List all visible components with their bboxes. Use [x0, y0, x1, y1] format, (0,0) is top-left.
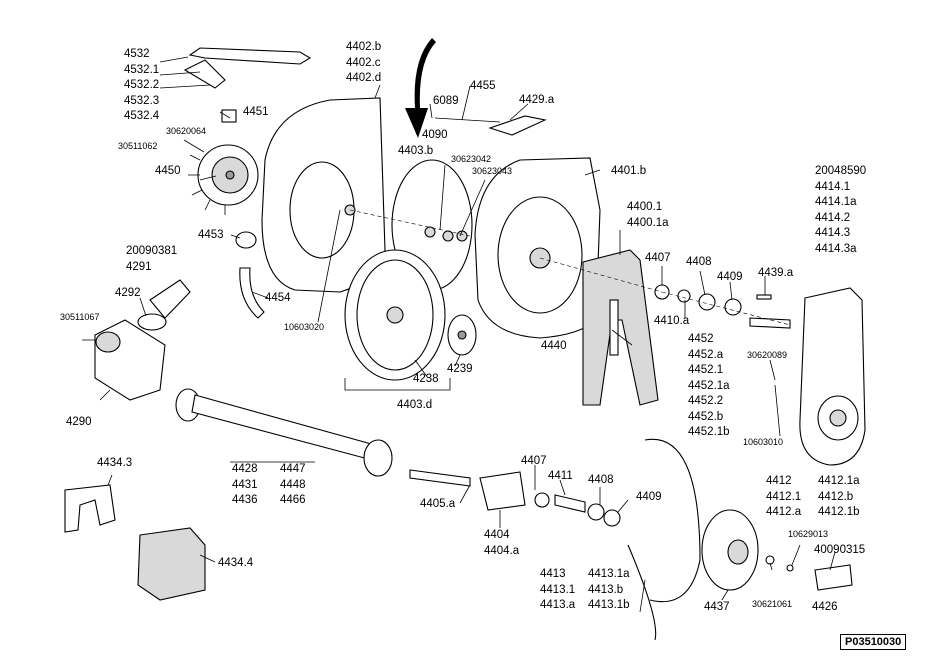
callout-10603010: 10603010 — [743, 437, 784, 447]
callout-4292: 4292 — [115, 287, 141, 299]
rod-4455 — [434, 117, 501, 123]
clamp-4292 — [137, 313, 167, 331]
callout-4454: 4454 — [265, 292, 291, 304]
washer-30621061 — [765, 555, 775, 565]
callout-4405a: 4405.a — [420, 498, 456, 510]
arrow-indicator — [405, 38, 436, 138]
callout-4401b: 4401.b — [611, 165, 647, 177]
circlip-4409 — [724, 298, 742, 316]
ring-4410a — [677, 289, 691, 303]
callout-30511067: 30511067 — [60, 312, 100, 322]
key-4439a — [756, 294, 772, 300]
callout-30620089: 30620089 — [747, 350, 788, 360]
pulley-4437 — [701, 509, 759, 591]
callout-4426: 4426 — [812, 601, 838, 613]
callout-4440: 4440 — [541, 340, 567, 352]
guard-4434-3 — [64, 484, 116, 533]
hub-4426 — [814, 564, 853, 591]
callout-4411: 4411 — [548, 470, 573, 482]
callout-4429a: 4429.a — [519, 94, 555, 106]
callout-4450: 4450 — [155, 165, 181, 177]
callout-4407-bottom: 4407 — [521, 455, 547, 467]
callout-30623043: 30623043 — [472, 166, 513, 176]
bearing-4407-b — [534, 492, 550, 508]
callout-4455: 4455 — [470, 80, 496, 92]
callout-4434-4: 4434.4 — [218, 557, 254, 569]
drawing-code-box: P03510030 — [840, 634, 907, 650]
callout-4410a: 4410.a — [654, 315, 690, 327]
callout-30623042: 30623042 — [451, 154, 492, 164]
clamp-4453 — [235, 231, 257, 249]
hose-4291 — [149, 279, 191, 319]
callout-4437: 4437 — [704, 601, 730, 613]
callout-4439a: 4439.a — [758, 267, 794, 279]
belt-4413 — [627, 438, 701, 641]
callout-10603020: 10603020 — [284, 322, 325, 332]
housing-4404 — [479, 471, 526, 511]
callout-4409-bottom: 4409 — [636, 491, 662, 503]
callout-4434-3: 4434.3 — [97, 457, 133, 469]
fan-wheel-4450 — [188, 144, 259, 215]
callout-4403b: 4403.b — [398, 145, 434, 157]
callout-30511062: 30511062 — [118, 141, 158, 151]
support-frame — [582, 249, 659, 406]
pto-shaft — [175, 388, 471, 487]
disc-4239 — [447, 314, 477, 356]
sleeve-4411 — [554, 494, 586, 513]
callout-4090: 4090 — [422, 129, 448, 141]
callout-4290: 4290 — [66, 416, 92, 428]
belt-cover-4414 — [799, 287, 866, 466]
circlip-4409-b — [603, 509, 621, 527]
bearing-4408 — [698, 293, 716, 311]
drum-4238 — [344, 249, 446, 381]
callout-4409-top: 4409 — [717, 271, 743, 283]
callout-40090315: 40090315 — [814, 544, 866, 556]
bracket-4532 — [159, 47, 312, 89]
callout-4239: 4239 — [447, 363, 473, 375]
callout-10629013: 10629013 — [788, 529, 829, 539]
callout-4407-top: 4407 — [645, 252, 671, 264]
shaft-4452 — [749, 317, 791, 329]
callout-4453: 4453 — [198, 229, 224, 241]
callout-30621061: 30621061 — [752, 599, 793, 609]
callout-4408-top: 4408 — [686, 256, 712, 268]
callout-4403d: 4403.d — [397, 399, 433, 411]
part-4451 — [221, 109, 237, 123]
fan-housing-left — [261, 97, 386, 293]
part-4429a — [488, 115, 547, 136]
callout-4408-bottom: 4408 — [588, 474, 614, 486]
callout-4451: 4451 — [243, 106, 269, 118]
callout-30620064: 30620064 — [166, 126, 207, 136]
fan-housing-right — [474, 157, 601, 339]
callout-6089: 6089 — [433, 95, 459, 107]
hose-4454 — [239, 267, 265, 319]
bearing-4408-b — [587, 503, 605, 521]
washer-10629013 — [786, 564, 794, 572]
guard-4434-4 — [137, 527, 206, 601]
adapter-4290 — [94, 319, 166, 401]
callout-4238: 4238 — [413, 373, 439, 385]
